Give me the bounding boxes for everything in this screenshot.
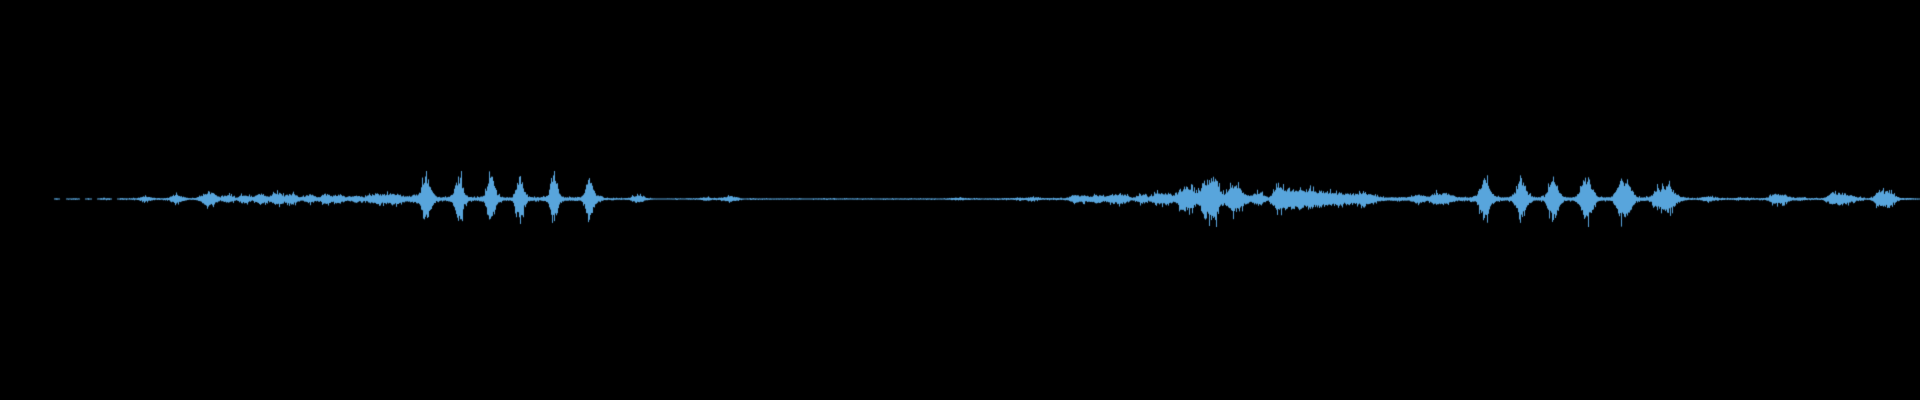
waveform-display <box>0 0 1920 400</box>
audio-waveform-canvas[interactable] <box>0 0 1920 400</box>
